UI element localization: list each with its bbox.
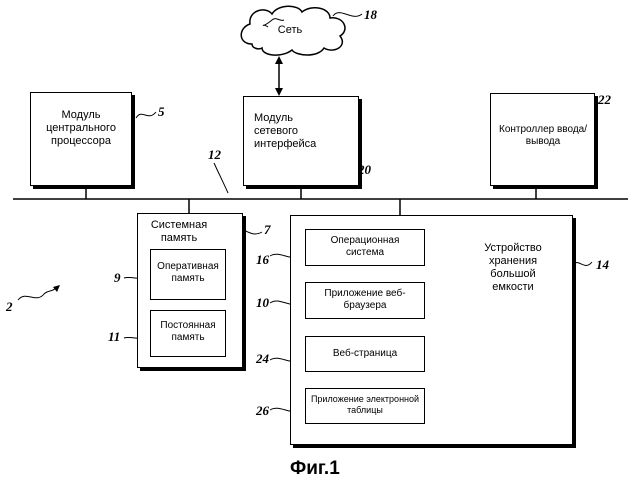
webpage-box: Веб-страница <box>305 336 425 372</box>
rom-ref: 11 <box>108 330 120 344</box>
cpu-module-label: Модуль центрального процессора <box>39 109 123 148</box>
arrow-up-icon <box>275 56 283 64</box>
arrow-down-icon <box>275 88 283 96</box>
system-memory-label: Системная память <box>144 219 214 245</box>
webpage-label: Веб-страница <box>312 348 418 360</box>
webpage-ref: 24 <box>256 352 269 366</box>
spreadsheet-ref: 26 <box>256 404 269 418</box>
network-interface-box: Модуль сетевого интерфейса <box>243 96 359 186</box>
cpu-module-box: Модуль центрального процессора <box>30 92 132 186</box>
system-memory-box: Системная память Оперативная память Пост… <box>137 213 243 368</box>
os-ref: 16 <box>256 253 269 267</box>
browser-box: Приложение веб-браузера <box>305 282 425 319</box>
network-interface-ref: 20 <box>358 163 371 177</box>
io-controller-ref: 22 <box>598 93 611 107</box>
system-ref: 2 <box>6 300 13 314</box>
os-box: Операционная система <box>305 229 425 266</box>
rom-label: Постоянная память <box>153 320 223 344</box>
system-memory-ref: 7 <box>264 223 271 237</box>
cpu-ref: 5 <box>158 105 165 119</box>
browser-label: Приложение веб-браузера <box>312 288 418 312</box>
bus-ref: 12 <box>208 148 221 162</box>
storage-box: Устройство хранения большой емкости Опер… <box>290 215 573 445</box>
rom-box: Постоянная память <box>150 310 226 357</box>
spreadsheet-label: Приложение электронной таблицы <box>310 394 420 416</box>
storage-ref: 14 <box>596 258 609 272</box>
ram-label: Оперативная память <box>153 261 223 285</box>
browser-ref: 10 <box>256 296 269 310</box>
os-label: Операционная система <box>312 235 418 259</box>
ram-box: Оперативная память <box>150 249 226 300</box>
network-interface-label: Модуль сетевого интерфейса <box>254 112 316 151</box>
network-ref: 18 <box>364 8 377 22</box>
io-controller-label: Контроллер ввода/вывода <box>499 124 587 148</box>
io-controller-box: Контроллер ввода/вывода <box>490 93 595 186</box>
ram-ref: 9 <box>114 271 121 285</box>
figure-caption: Фиг.1 <box>290 458 340 480</box>
network-label: Сеть <box>262 24 318 37</box>
spreadsheet-box: Приложение электронной таблицы <box>305 388 425 424</box>
system-arrow-icon <box>53 285 60 292</box>
storage-label: Устройство хранения большой емкости <box>475 242 551 294</box>
